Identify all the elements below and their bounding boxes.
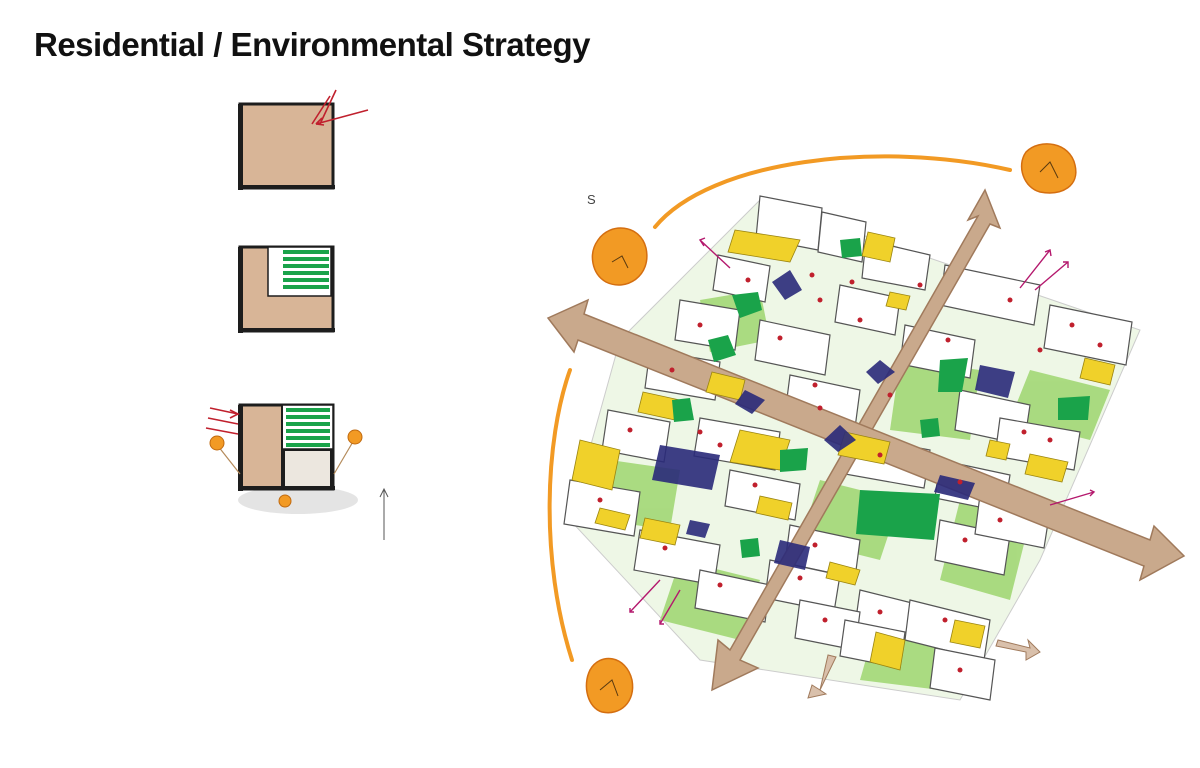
aerial-masterplan-diagram <box>546 143 1186 714</box>
page-title: Residential / Environmental Strategy <box>34 26 591 63</box>
stage-2-block-diagram <box>238 245 335 333</box>
compass-south-label: S <box>587 192 596 207</box>
north-arrow-icon <box>379 487 389 540</box>
sun-path-arcs <box>547 154 1012 662</box>
sun-arrows-icon <box>311 89 369 126</box>
sun-marker-icons <box>585 143 1077 714</box>
yellow-decks <box>571 229 1116 671</box>
wind-arrows-icon <box>205 407 240 435</box>
people-marks <box>597 272 1103 673</box>
stage-1-block-diagram <box>238 89 369 190</box>
navy-canopies <box>652 270 1015 570</box>
minor-path-arrows <box>807 638 1041 699</box>
tree-icons <box>209 429 363 508</box>
green-courtyard-stripes <box>283 250 329 289</box>
view-arrows <box>629 237 1096 625</box>
stage-3-block-diagram <box>205 403 389 540</box>
green-roof-stripes <box>286 408 330 447</box>
tree-clusters <box>672 238 1090 558</box>
